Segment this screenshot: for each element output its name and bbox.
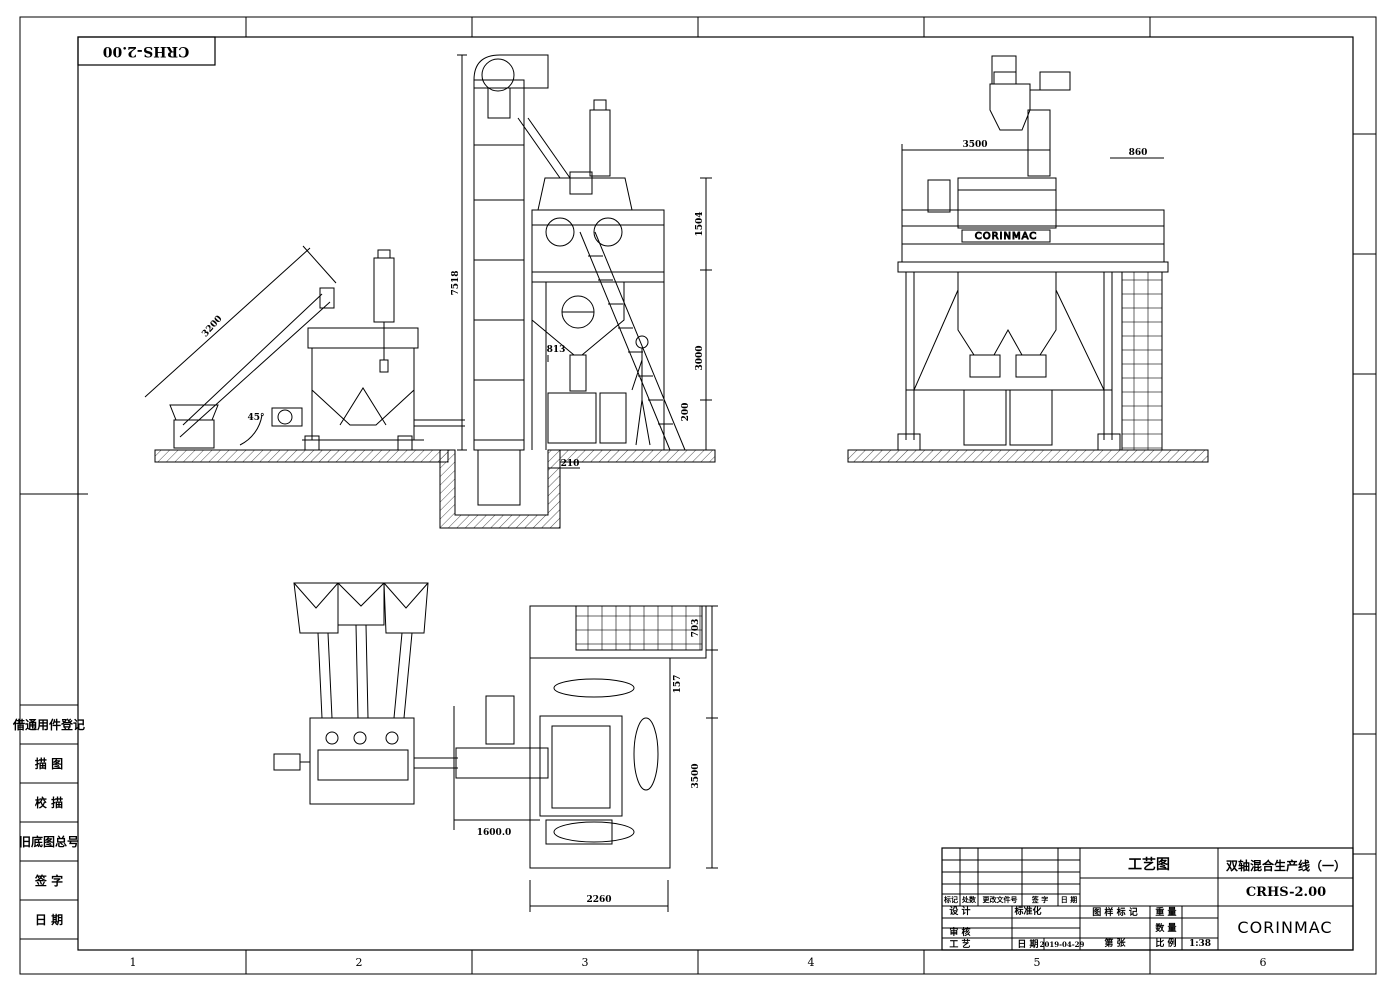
dim-platform-height: 1504 (695, 211, 705, 236)
qty-label: 数 量 (1155, 922, 1176, 934)
dim-side-width: 3500 (962, 140, 987, 150)
side-panel-labels: 借通用件登记 描 图 校 描 旧底图总号 签 字 日 期 (12, 717, 85, 927)
dim-plan-gap: 157 (673, 675, 683, 694)
side-elevation: CORINMAC (847, 55, 1209, 463)
side-label-old-number: 旧底图总号 (19, 834, 79, 849)
side-elevation-dimensions: 3500 860 (962, 140, 1147, 158)
rev-header-count: 处数 (961, 895, 977, 904)
drawing-code: CRHS-2.00 (1246, 885, 1326, 900)
weight-label: 重 量 (1155, 906, 1176, 918)
zone-labels: 1 2 3 4 5 6 (130, 956, 1267, 969)
row-standard: 标准化 (1013, 905, 1041, 917)
title-block (941, 847, 1354, 951)
zone-label-4: 4 (808, 956, 815, 969)
scale-value: 1:38 (1189, 939, 1211, 949)
rev-header-sign: 签 字 (1031, 895, 1048, 904)
dim-plan-width: 2260 (586, 895, 611, 905)
dim-silo-height: 3000 (695, 345, 705, 370)
dim-plan-top: 703 (691, 619, 701, 638)
title-block-text: 工艺图 双轴混合生产线（一） CRHS-2.00 CORINMAC 标记 处数 … (943, 856, 1346, 950)
rev-header-date: 日 期 (1061, 895, 1077, 904)
rev-header-mark: 标记 (943, 895, 958, 904)
zone-label-2: 2 (356, 956, 363, 969)
product-name: 双轴混合生产线（一） (1226, 858, 1346, 873)
side-label-sign: 签 字 (34, 873, 63, 888)
side-panel (19, 704, 78, 940)
zone-label-6: 6 (1260, 956, 1267, 969)
plan-view (273, 582, 718, 912)
corner-code: CRHS-2.00 (102, 43, 189, 59)
dim-hopper-width: 813 (547, 345, 566, 355)
dim-conveyor-angle: 45° (247, 413, 264, 423)
dim-plan-depth: 3500 (691, 763, 701, 788)
row-process: 工 艺 (949, 938, 970, 950)
front-elevation-dimensions: 3200 45° 7518 1504 3000 813 200 210 (200, 211, 705, 469)
plan-view-dimensions: 703 157 3500 1600.0 2260 (477, 619, 701, 905)
company-logo-text: CORINMAC (1237, 918, 1332, 937)
zone-label-3: 3 (582, 956, 589, 969)
sheet-label: 第 张 (1104, 937, 1126, 949)
row-design: 设 计 (949, 905, 970, 917)
stage-label: 图 样 标 记 (1092, 906, 1137, 918)
dim-plan-offset: 1600.0 (477, 828, 511, 838)
rev-header-file: 更改文件号 (983, 895, 1018, 904)
dim-side-stair: 860 (1129, 148, 1148, 158)
dim-pit-offset: 210 (561, 459, 580, 469)
corner-code-box: CRHS-2.00 (77, 36, 216, 66)
date-value: 2019-04-29 (1040, 940, 1085, 949)
sheet-frame (19, 16, 1377, 975)
side-label-trace: 描 图 (35, 756, 63, 771)
zone-label-5: 5 (1034, 956, 1041, 969)
dim-elevator-height: 7518 (451, 270, 461, 295)
date-label: 日 期 (1017, 938, 1038, 950)
drawing-type: 工艺图 (1128, 856, 1170, 873)
dim-bottom-height: 200 (681, 403, 691, 422)
side-label-check: 校 描 (35, 795, 63, 810)
row-review: 审 核 (949, 926, 970, 938)
zone-label-1: 1 (130, 956, 137, 969)
side-label-date: 日 期 (35, 912, 63, 927)
side-view-brand: CORINMAC (975, 231, 1038, 242)
front-elevation (144, 54, 716, 529)
scale-label: 比 例 (1155, 937, 1176, 949)
side-label-register: 借通用件登记 (12, 717, 85, 732)
